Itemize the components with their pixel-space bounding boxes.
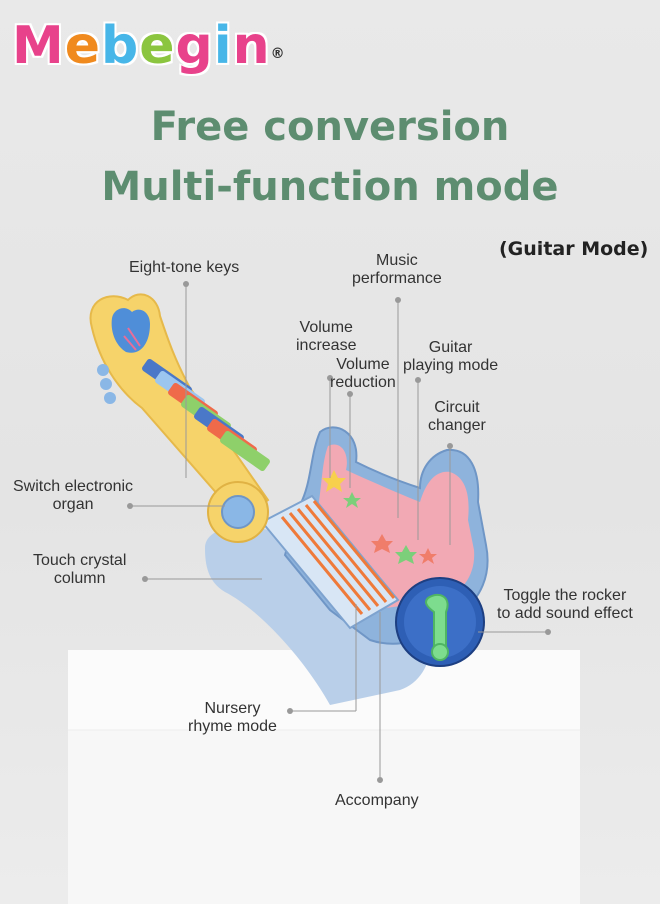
logo-letter: b <box>101 16 140 76</box>
label-text: Eight-tone keys <box>129 259 240 276</box>
headline-line-2: Multi-function mode <box>101 164 559 210</box>
rocker-dial <box>395 577 485 667</box>
label-text: Toggle the rocker <box>503 587 627 604</box>
logo-letter: M <box>12 16 65 76</box>
label-eight-tone-keys: Eight-tone keys <box>129 259 239 277</box>
logo-letter: n <box>232 16 271 76</box>
label-volume-increase: Volume increase <box>296 319 356 355</box>
crystal-strings <box>260 494 400 630</box>
label-text: to add sound effect <box>497 605 633 622</box>
label-circuit-changer: Circuit changer <box>428 399 486 435</box>
label-text: Guitar <box>428 339 473 356</box>
label-touch-crystal: Touch crystal column <box>33 552 126 588</box>
label-text: Volume <box>299 319 353 336</box>
organ-switch-knob <box>207 481 269 543</box>
tone-key <box>220 430 270 472</box>
label-text: organ <box>52 496 94 513</box>
label-text: performance <box>352 270 442 287</box>
label-guitar-playing-mode: Guitar playing mode <box>403 339 498 375</box>
label-text: Accompany <box>335 792 419 809</box>
mode-tag: (Guitar Mode) <box>499 238 649 260</box>
label-switch-organ: Switch electronic organ <box>13 478 133 514</box>
guitar-back-plate <box>205 526 431 705</box>
logo-letter: i <box>213 16 233 76</box>
label-text: Volume <box>336 356 390 373</box>
label-text: Circuit <box>434 399 480 416</box>
label-text: Nursery <box>204 700 261 717</box>
guitar-neck <box>89 293 270 522</box>
label-text: rhyme mode <box>188 718 277 735</box>
label-accompany: Accompany <box>335 792 419 810</box>
callout-lines <box>127 281 551 783</box>
label-text: increase <box>296 337 357 354</box>
registered-mark: ® <box>270 46 286 62</box>
label-text: Switch electronic <box>13 478 134 495</box>
logo-letter: e <box>64 16 102 76</box>
eight-tone-keys <box>142 358 270 472</box>
label-text: reduction <box>330 374 396 391</box>
headline-line-1: Free conversion <box>150 104 510 150</box>
label-music-performance: Music performance <box>352 252 442 288</box>
logo-letter: e <box>139 16 176 76</box>
label-toggle-rocker: Toggle the rocker to add sound effect <box>497 587 633 623</box>
label-text: changer <box>428 417 486 434</box>
label-text: playing mode <box>403 357 499 374</box>
label-text: Touch crystal <box>33 552 127 569</box>
label-volume-reduction: Volume reduction <box>330 356 396 392</box>
label-text: Music <box>376 252 418 269</box>
label-nursery-rhyme: Nursery rhyme mode <box>188 700 277 736</box>
label-text: column <box>53 570 106 587</box>
logo-letter: g <box>175 16 214 76</box>
function-buttons <box>322 470 437 564</box>
brand-logo: Mebegin® <box>12 6 286 86</box>
